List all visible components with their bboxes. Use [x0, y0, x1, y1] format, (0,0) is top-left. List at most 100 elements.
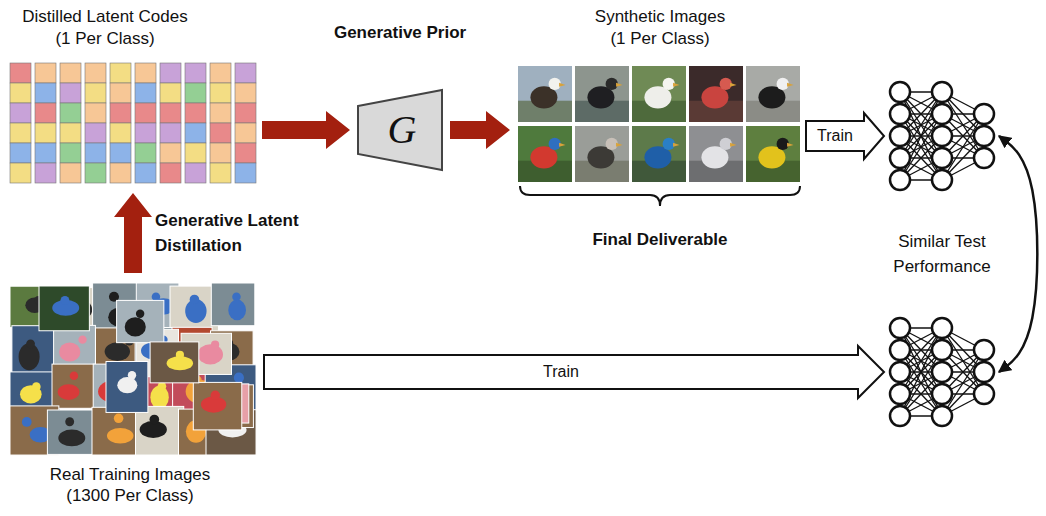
net-illustration: [888, 316, 996, 428]
latent-cell: [35, 63, 56, 83]
latent-cell: [35, 163, 56, 183]
real-image-collage: Real Training Images (1300 Per Class): [10, 283, 256, 455]
real-photo: [52, 364, 95, 408]
synthetic-image: [746, 126, 800, 182]
generator-letter: G: [388, 107, 417, 153]
node-caption: Real Training Images (1300 Per Class): [49, 464, 212, 506]
network-neuron: [932, 318, 952, 338]
latent-cell: [135, 83, 156, 103]
block-arrow: [450, 111, 510, 149]
latent-code-grid: Distilled Latent Codes (1 Per Class): [10, 63, 256, 183]
network-neuron: [974, 126, 994, 146]
synthetic-image: [518, 66, 572, 122]
network-neuron: [974, 340, 994, 360]
latent-cell: [110, 63, 131, 83]
latent-cell: [60, 163, 81, 183]
latent-cell: [235, 143, 256, 163]
network-neuron: [890, 148, 910, 168]
curly-brace: [520, 186, 800, 206]
network-link: [942, 114, 984, 180]
latent-cell: [235, 83, 256, 103]
synthetic-image: [575, 126, 629, 182]
node-heading: Distilled Latent Codes (1 Per Class): [21, 6, 189, 50]
latent-cell: [160, 123, 181, 143]
latent-cell: [185, 63, 206, 83]
network-neuron: [974, 362, 994, 382]
network-neuron: [974, 384, 994, 404]
latent-cell: [85, 103, 106, 123]
synthetic-image: [746, 66, 800, 122]
generator-shape: [358, 90, 442, 170]
latent-cell: [185, 103, 206, 123]
latent-cell: [110, 163, 131, 183]
network-neuron: [932, 340, 952, 360]
latent-cell: [210, 143, 231, 163]
latent-cell: [235, 123, 256, 143]
latent-cell: [60, 83, 81, 103]
latent-cell: [210, 63, 231, 83]
synthetic-image-grid: Synthetic Images (1 Per Class): [518, 66, 800, 182]
latent-cell: [185, 143, 206, 163]
real-photo: [39, 286, 89, 331]
edge-label: Train: [817, 125, 853, 147]
network-link: [900, 350, 942, 416]
block-arrow: [262, 111, 350, 149]
network-neuron: [932, 82, 952, 102]
latent-cell: [160, 63, 181, 83]
latent-cell: [85, 143, 106, 163]
latent-cell: [160, 83, 181, 103]
network-neuron: [890, 406, 910, 426]
network-neuron: [932, 126, 952, 146]
real-photo: [117, 300, 164, 342]
network-neuron: [890, 362, 910, 382]
latent-cell: [110, 83, 131, 103]
latent-cell: [60, 63, 81, 83]
network-neuron: [890, 170, 910, 190]
synthetic-image: [632, 66, 686, 122]
latent-cell: [160, 143, 181, 163]
latent-cell: [235, 63, 256, 83]
latent-cell: [35, 123, 56, 143]
annotation: Final Deliverable: [592, 229, 727, 251]
latent-cell: [210, 123, 231, 143]
latent-cell: [235, 103, 256, 123]
latent-cell: [10, 63, 31, 83]
tiles-illustration: [518, 66, 800, 182]
latent-cell: [110, 143, 131, 163]
real-photo: [211, 283, 255, 326]
network-neuron: [890, 126, 910, 146]
latent-cell: [110, 123, 131, 143]
network-neuron: [932, 104, 952, 124]
real-photo: [193, 382, 241, 430]
latent-cell: [160, 163, 181, 183]
hollow-arrow: [806, 113, 884, 159]
latent-cell: [60, 103, 81, 123]
real-photo: [47, 410, 97, 454]
edge-label: Similar Test Performance: [892, 229, 992, 279]
latent-cell: [60, 143, 81, 163]
network-neuron: [932, 406, 952, 426]
latent-cell: [35, 143, 56, 163]
network-link: [900, 114, 942, 180]
latent-cell: [85, 63, 106, 83]
network-neuron: [890, 318, 910, 338]
latent-cell: [110, 103, 131, 123]
real-photo: [136, 406, 184, 455]
latent-cell: [210, 83, 231, 103]
hollow-arrow: [264, 346, 884, 398]
latent-cell: [185, 123, 206, 143]
grid-illustration: [10, 63, 256, 183]
latent-cell: [135, 63, 156, 83]
net-illustration: [888, 80, 996, 192]
collage-illustration: [10, 283, 256, 455]
latent-cell: [85, 123, 106, 143]
network-neuron: [890, 82, 910, 102]
latent-cell: [85, 163, 106, 183]
latent-cell: [35, 83, 56, 103]
network-neuron: [932, 148, 952, 168]
latent-cell: [210, 103, 231, 123]
latent-cell: [135, 163, 156, 183]
neural-network: [888, 80, 996, 192]
real-photo: [150, 342, 199, 383]
